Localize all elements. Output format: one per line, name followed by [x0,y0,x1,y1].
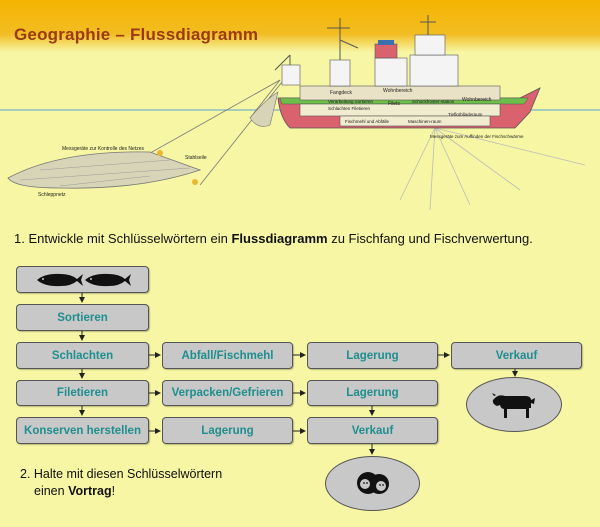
fangdeck-label: Fangdeck [330,90,352,96]
task-2-suffix: ! [111,484,116,498]
wohnbereich-label-2: Wohnbereich [462,97,492,103]
fish-box [16,266,149,293]
cow-oval [466,377,562,432]
schlachten-box: Schlachten [16,342,149,369]
verarbeitung-label: Verarbeitung Sortieren [328,99,374,104]
messgeraete-netz-label: Messgeräte zur Kontrolle des Netzes [62,146,144,152]
task-1-prefix: 1. Entwickle mit Schlüsselwörtern ein [14,231,232,246]
maschinenraum-label: Maschinen-raum [408,119,442,124]
task-2-prefix: einen [34,484,69,498]
schockfroster-label: Schockfroster-station [412,99,455,104]
schleppnetz-label: Schleppnetz [38,192,66,198]
sortieren-box: Sortieren [16,304,149,331]
fish-icon [36,273,131,286]
stahlseile-label: Stahlseile [185,155,207,161]
wohnbereich-label-1: Wohnbereich [383,88,413,94]
task-1-keyword: Flussdiagramm [231,231,328,246]
people-icon [356,471,389,494]
schlachten-label: Schlachten Filetieren [328,106,371,111]
verkauf-main-box: Verkauf [307,417,438,444]
task-2-keyword: Vortrag [68,484,112,498]
task-2-text: 2. Halte mit diesen Schlüsselwörtern ein… [20,466,270,500]
lagerung-konserven-box: Lagerung [162,417,293,444]
people-oval [325,456,420,511]
page-title: Geographie – Flussdiagramm [14,25,259,44]
lagerung-abfall-box: Lagerung [307,342,438,369]
filetieren-box: Filetieren [16,380,149,406]
trawl-net-icon [7,91,279,189]
verkauf-abfall-box: Verkauf [451,342,582,369]
ship-illustration: Fangdeck Wohnbereich Wohnbereich Verarbe… [0,15,600,211]
filets-label: Filets [388,101,400,107]
task-1-suffix: zu Fischfang und Fischverwertung. [327,231,533,246]
abfall-box: Abfall/Fischmehl [162,342,293,369]
verpacken-box: Verpacken/Gefrieren [162,380,293,406]
lagerung-verpacken-box: Lagerung [307,380,438,406]
messgeraete-fisch-label: Messgeräte zum Auffinden der Fischschwär… [430,134,524,139]
fischmehl-label: Fischmehl und Abfälle [345,119,390,124]
task-2-line-1: 2. Halte mit diesen Schlüsselwörtern [20,467,223,481]
header-bar: Geographie – Flussdiagramm [0,0,600,52]
task-1-text: 1. Entwickle mit Schlüsselwörtern ein Fl… [14,231,594,246]
cow-icon [492,392,535,418]
konserven-box: Konserven herstellen [16,417,149,444]
tiefkuehlladeraum-label: Tiefkühlladeraum [448,112,483,117]
task-2-line-2: einen Vortrag! [20,483,270,500]
